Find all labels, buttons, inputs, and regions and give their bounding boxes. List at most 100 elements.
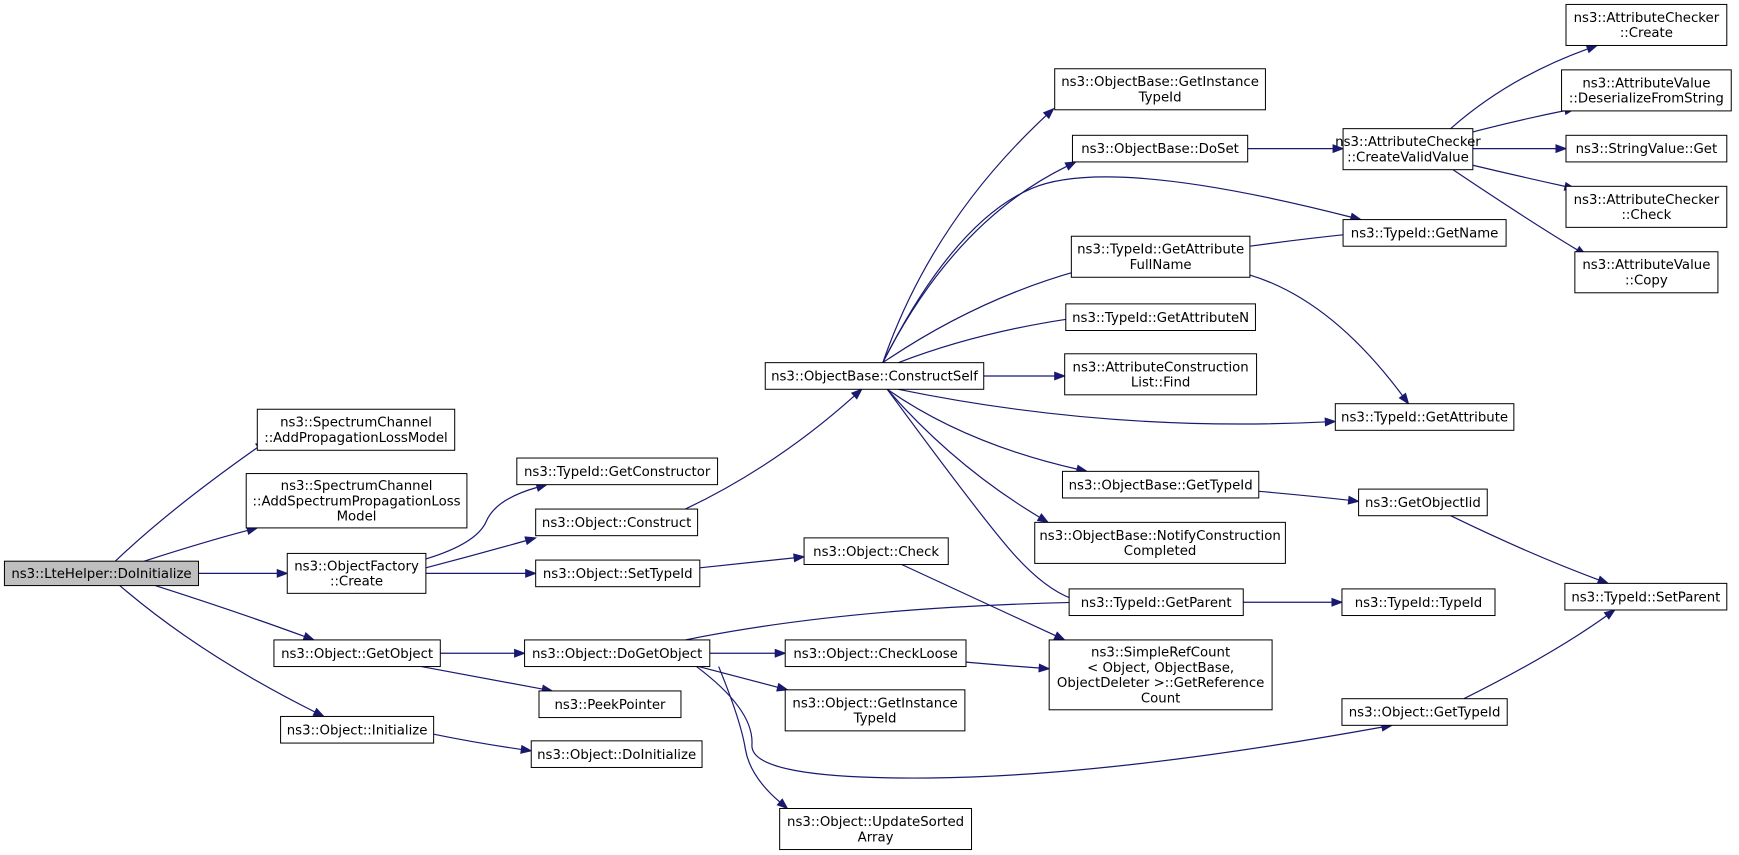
node-addProp[interactable]: ns3::SpectrumChannel::AddPropagationLoss… <box>256 408 456 451</box>
node-box <box>535 508 699 537</box>
node-box <box>1342 128 1474 171</box>
edge-lte-to-ofCreate <box>198 568 289 578</box>
edge-ofCreate-to-setTypeId <box>425 568 538 578</box>
arrowhead-icon <box>776 682 789 692</box>
edge-constructSelf-to-getAttrFull <box>882 266 1089 364</box>
node-box <box>1574 251 1719 294</box>
node-ofCreate[interactable]: ns3::ObjectFactory::Create <box>286 552 427 594</box>
edge-getObjectIid-to-setParent <box>1450 515 1610 584</box>
node-label: ns3::LteHelper::DoInitialize <box>11 567 191 582</box>
node-objCheck[interactable]: ns3::Object::Check <box>803 537 949 566</box>
node-getParent[interactable]: ns3::TypeId::GetParent <box>1068 588 1244 617</box>
node-label: ns3::ObjectBase::NotifyConstruction <box>1039 529 1280 544</box>
node-box <box>1358 488 1488 517</box>
node-construct[interactable]: ns3::Object::Construct <box>535 508 699 537</box>
arrowhead-icon <box>850 388 863 400</box>
arrowhead-icon <box>1347 495 1360 505</box>
node-box <box>1341 698 1508 726</box>
node-box <box>280 715 435 744</box>
node-box <box>779 808 973 851</box>
edge-constructSelf-to-getAttribute <box>898 388 1337 427</box>
node-doGetObject[interactable]: ns3::Object::DoGetObject <box>524 639 711 668</box>
node-obGetTypeId[interactable]: ns3::ObjectBase::GetTypeId <box>1061 470 1260 499</box>
node-box <box>1065 303 1256 331</box>
node-box <box>1070 235 1251 278</box>
node-addSpec[interactable]: ns3::SpectrumChannel::AddSpectrumPropaga… <box>245 473 468 529</box>
node-label: ns3::Object::GetInstance <box>792 696 957 711</box>
node-label: ::CreateValidValue <box>1347 150 1469 165</box>
node-label: ns3::Object::UpdateSorted <box>787 815 964 830</box>
arrowhead-icon <box>524 536 538 546</box>
node-simpleRef[interactable]: ns3::SimpleRefCount< Object, ObjectBase,… <box>1048 639 1273 711</box>
node-notifyConstr[interactable]: ns3::ObjectBase::NotifyConstructionCompl… <box>1034 521 1286 564</box>
node-box <box>516 457 719 486</box>
edge-line <box>143 529 248 562</box>
node-setTypeId[interactable]: ns3::Object::SetTypeId <box>535 559 701 588</box>
edge-constructSelf-to-getAttrN <box>898 314 1082 364</box>
node-peekPointer[interactable]: ns3::PeekPointer <box>538 690 682 719</box>
edge-doGetObject-to-getParent <box>685 597 1083 641</box>
node-typeIdCtor[interactable]: ns3::TypeId::TypeId <box>1341 588 1496 617</box>
node-svGet[interactable]: ns3::StringValue::Get <box>1565 134 1728 163</box>
node-acCheck[interactable]: ns3::AttributeChecker::Check <box>1565 185 1728 228</box>
node-box <box>1054 68 1266 111</box>
node-lte[interactable]: ns3::LteHelper::DoInitialize <box>3 560 200 587</box>
edge-line <box>898 318 1071 364</box>
arrowhead-icon <box>1555 144 1568 154</box>
node-checkLoose[interactable]: ns3::Object::CheckLoose <box>784 639 967 668</box>
edge-lte-to-initialize <box>119 585 326 718</box>
arrowhead-icon <box>1585 44 1599 54</box>
node-getCtor[interactable]: ns3::TypeId::GetConstructor <box>516 457 719 486</box>
edge-line <box>425 540 527 569</box>
edge-checkLoose-to-simpleRef <box>965 661 1051 673</box>
node-box <box>1565 185 1728 228</box>
edge-line <box>886 388 1040 518</box>
node-label: TypeId <box>1138 91 1182 106</box>
edge-lte-to-addProp <box>114 440 268 562</box>
node-box <box>803 537 949 566</box>
node-acCreate[interactable]: ns3::AttributeChecker::Create <box>1565 3 1728 46</box>
arrowhead-icon <box>302 632 316 641</box>
node-label: ::AddSpectrumPropagationLoss <box>253 494 461 509</box>
edge-line <box>685 395 855 510</box>
node-getName[interactable]: ns3::TypeId::GetName <box>1342 219 1507 247</box>
call-nodes: ns3::LteHelper::DoInitialize ns3::Spectru… <box>3 3 1732 851</box>
edge-line <box>1452 169 1578 251</box>
node-getObjectIid[interactable]: ns3::GetObjectIid <box>1358 488 1488 517</box>
node-createValid[interactable]: ns3::AttributeChecker::CreateValidValue <box>1335 128 1481 171</box>
edge-line <box>421 665 543 690</box>
node-box <box>1342 219 1507 247</box>
node-initialize[interactable]: ns3::Object::Initialize <box>280 715 435 744</box>
arrowhead-icon <box>1596 575 1610 584</box>
node-getAttribute[interactable]: ns3::TypeId::GetAttribute <box>1334 403 1515 431</box>
arrowhead-icon <box>1042 107 1055 120</box>
edge-line <box>882 176 1352 363</box>
edge-obGetTypeId-to-getObjectIid <box>1258 490 1360 505</box>
node-getAttrN[interactable]: ns3::TypeId::GetAttributeN <box>1065 303 1256 331</box>
node-constructSelf[interactable]: ns3::ObjectBase::ConstructSelf <box>764 362 985 390</box>
node-box <box>1068 588 1244 617</box>
node-objGetTypeId[interactable]: ns3::Object::GetTypeId <box>1341 698 1508 726</box>
call-edges <box>114 44 1616 810</box>
node-label: ns3::PeekPointer <box>554 698 666 713</box>
edge-line <box>1258 490 1349 501</box>
node-doInitialize[interactable]: ns3::Object::DoInitialize <box>530 740 703 768</box>
node-box <box>1048 639 1273 711</box>
node-label: ns3::ObjectBase::ConstructSelf <box>771 370 978 385</box>
node-box <box>524 639 711 668</box>
node-getObject[interactable]: ns3::Object::GetObject <box>273 639 441 668</box>
node-doSet[interactable]: ns3::ObjectBase::DoSet <box>1071 134 1249 163</box>
arrowhead-icon <box>1053 631 1066 641</box>
node-label: ns3::Object::GetTypeId <box>1349 706 1501 721</box>
node-box <box>3 560 200 587</box>
edge-line <box>882 270 1078 364</box>
arrowhead-icon <box>793 553 806 563</box>
node-avCopy[interactable]: ns3::AttributeValue::Copy <box>1574 251 1719 294</box>
node-avDeser[interactable]: ns3::AttributeValue::DeserializeFromStri… <box>1561 69 1732 112</box>
node-setParent[interactable]: ns3::TypeId::SetParent <box>1564 582 1728 611</box>
